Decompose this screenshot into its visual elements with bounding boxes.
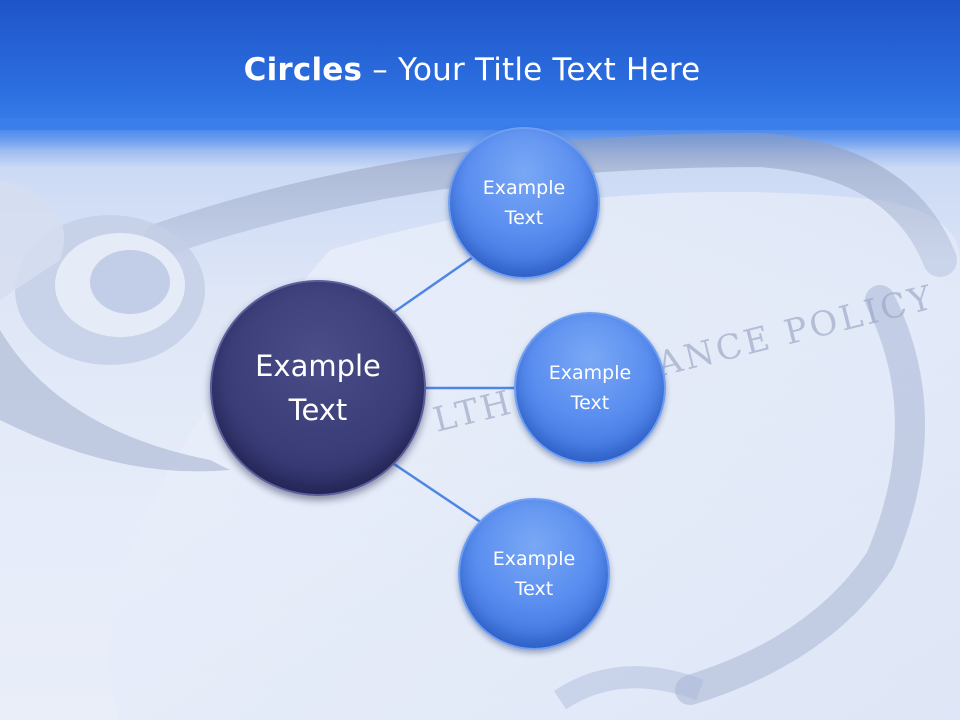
header-band [0, 0, 960, 130]
center-circle[interactable]: Example Text [210, 280, 426, 496]
center-circle-line1: Example [255, 349, 381, 383]
outer-circle-bottom-line1: Example [492, 548, 576, 570]
outer-circle-middle-line1: Example [548, 362, 632, 384]
outer-circle-top-line1: Example [482, 177, 566, 199]
connector-line-bottom [393, 462, 483, 525]
slide-title-bold: Circles [243, 52, 363, 88]
slide-title-rest: – Your Title Text Here [362, 52, 701, 88]
outer-circle-middle-line2: Text [570, 392, 610, 414]
outer-circle-bottom-line2: Text [514, 578, 554, 600]
center-circle-line2: Text [288, 393, 348, 427]
outer-circle-top[interactable]: Example Text [448, 127, 600, 279]
connector-line-top [393, 253, 477, 314]
outer-circle-middle[interactable]: Example Text [514, 312, 666, 464]
outer-circle-top-line2: Text [504, 207, 544, 229]
slide-title: Circles – Your Title Text Here [0, 52, 944, 88]
outer-circle-bottom[interactable]: Example Text [458, 498, 610, 650]
